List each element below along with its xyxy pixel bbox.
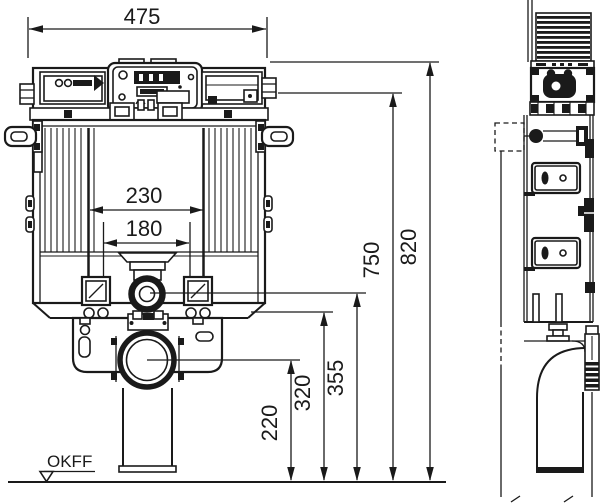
dim-label-750: 750 (359, 242, 384, 279)
front-view: 230 180 (3, 58, 295, 473)
side-view (494, 0, 600, 503)
floor-label: OKFF (47, 452, 92, 471)
dimension-750: 750 (359, 93, 397, 481)
flush-bend (117, 252, 178, 313)
dimension-180: 180 (102, 216, 191, 277)
dimension-230: 230 (90, 183, 203, 214)
wall-anchor-right (255, 120, 295, 233)
corrugated-flush-pipe (527, 0, 595, 69)
dimension-355: 355 (323, 293, 361, 481)
arrowhead-left (29, 25, 43, 33)
break-mark-left (510, 495, 521, 503)
frame-profile (523, 115, 594, 323)
vertical-dimensions: 820 750 355 320 220 (257, 62, 434, 481)
dimension-220: 220 (257, 360, 295, 481)
dim-label-320: 320 (290, 375, 315, 412)
floor-level-marker: OKFF (38, 452, 95, 483)
top-bracket (529, 66, 596, 116)
level-triangle-icon (38, 470, 55, 483)
water-connection-dashed (494, 122, 588, 152)
mounting-bracket-right (182, 275, 214, 319)
floor: OKFF (8, 452, 446, 483)
side-view-lower-edges (510, 392, 593, 503)
dim-label-820: 820 (396, 229, 421, 266)
frame-legs (524, 293, 585, 342)
right-connector-stub (261, 77, 277, 99)
break-mark-right (563, 495, 574, 503)
dimension-width-475: 475 (27, 4, 268, 58)
tank-ribs (44, 128, 252, 277)
fill-valve-cartridge (134, 71, 180, 84)
dim-label-180: 180 (126, 216, 163, 241)
mounting-bracket-left (80, 275, 112, 319)
side-bracket-plate-lower (524, 236, 582, 271)
arrowhead-right (252, 25, 266, 33)
left-connector-stub (19, 83, 35, 105)
drain-elbow-side (536, 325, 600, 473)
rail-tabs (578, 139, 595, 293)
dimension-320: 320 (290, 312, 328, 481)
dimension-820: 820 (396, 62, 434, 481)
dim-label-355: 355 (323, 360, 348, 397)
cistern-top-assembly (19, 58, 277, 121)
leader-lines (147, 61, 439, 361)
dim-label-220: 220 (257, 405, 282, 442)
wall-anchor-left (3, 120, 43, 233)
side-bracket-plate-upper (524, 161, 582, 196)
dim-label-475: 475 (124, 4, 161, 29)
drain-outlet (117, 330, 177, 473)
brand-logo (54, 75, 104, 91)
dim-label-230: 230 (126, 183, 163, 208)
